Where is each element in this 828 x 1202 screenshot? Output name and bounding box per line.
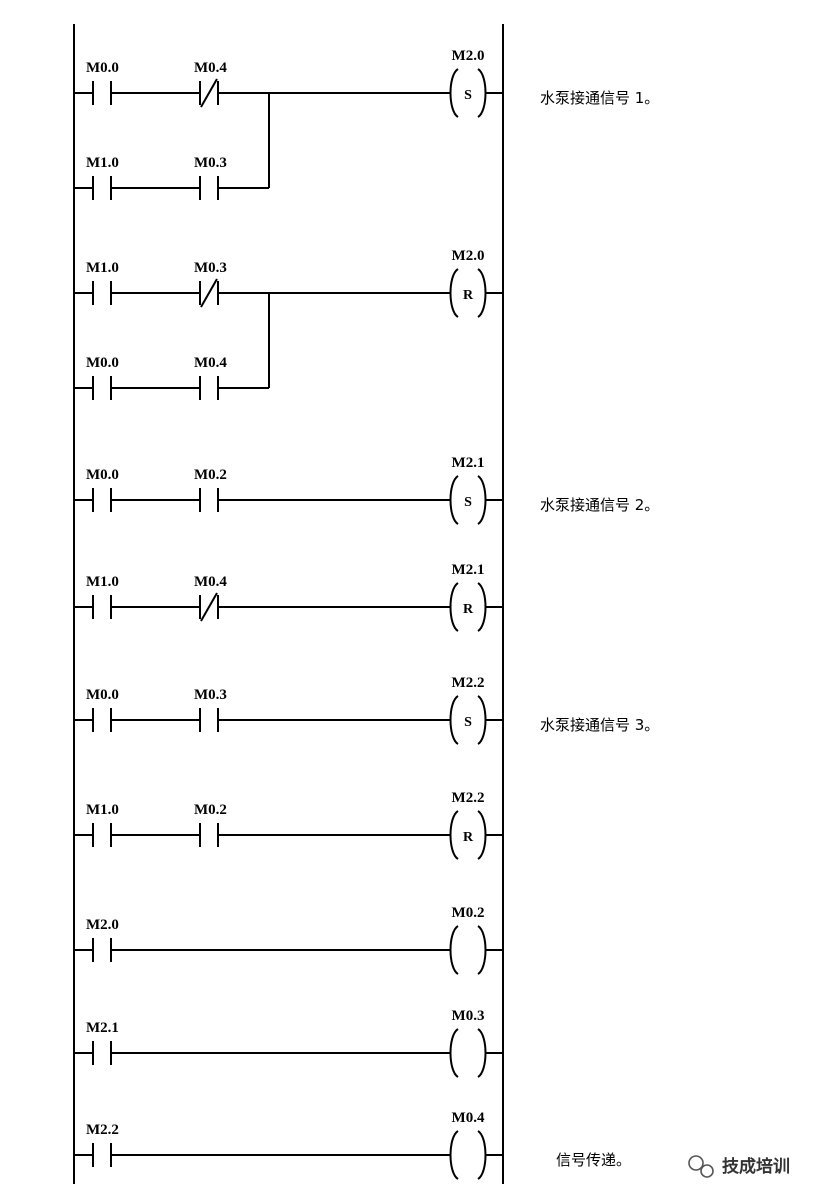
rung-comment: 水泵接通信号 2。 [540, 496, 659, 514]
contact-label: M2.2 [86, 1122, 119, 1138]
nc-contact: M0.3 [194, 260, 227, 308]
no-contact: M2.1 [86, 1020, 119, 1065]
no-contact: M1.0 [86, 260, 119, 305]
coil-label: M0.3 [452, 1008, 485, 1024]
coil-label: M2.2 [452, 675, 485, 691]
contact-label: M1.0 [86, 574, 119, 590]
rung-comment: 水泵接通信号 1。 [540, 89, 659, 107]
contact-label: M2.1 [86, 1020, 119, 1036]
coil-label: M2.0 [452, 48, 485, 64]
no-contact: M0.3 [194, 687, 227, 732]
contact-label: M0.2 [194, 467, 227, 483]
contact-label: M1.0 [86, 155, 119, 171]
coil-letter: R [463, 830, 474, 845]
coil-letter: R [463, 602, 474, 617]
rung-8: M2.1 M0.3 [74, 1008, 503, 1078]
coil-label: M0.4 [452, 1110, 485, 1126]
coil-letter: S [464, 495, 472, 510]
coil-r: M2.2R [449, 790, 503, 860]
no-contact: M1.0 [86, 802, 119, 847]
coil-label: M2.2 [452, 790, 485, 806]
rung-comment: 水泵接通信号 3。 [540, 716, 659, 734]
output-coil: M0.4 [449, 1110, 503, 1180]
nc-contact: M0.4 [194, 574, 227, 622]
no-contact: M2.0 [86, 917, 119, 962]
output-coil: M0.2 [449, 905, 503, 975]
wechat-icon [688, 1155, 714, 1178]
rung-5: M0.0 M0.3 M2.2S 水泵接通信号 3。 [74, 675, 659, 745]
no-contact: M0.4 [194, 355, 227, 400]
contact-label: M0.4 [194, 574, 227, 590]
contact-label: M0.0 [86, 355, 119, 371]
contact-label: M0.2 [194, 802, 227, 818]
coil-s: M2.0S [449, 48, 503, 118]
coil-label: M0.2 [452, 905, 485, 921]
coil-letter: S [464, 715, 472, 730]
contact-label: M0.3 [194, 260, 227, 276]
watermark: 技成培训 [688, 1155, 790, 1178]
rung-7: M2.0 M0.2 [74, 905, 503, 975]
contact-label: M0.4 [194, 60, 227, 76]
coil-r: M2.1R [449, 562, 503, 632]
no-contact: M0.0 [86, 467, 119, 512]
no-contact: M1.0 [86, 574, 119, 619]
contact-label: M0.0 [86, 687, 119, 703]
coil-s: M2.2S [449, 675, 503, 745]
no-contact: M0.0 [86, 687, 119, 732]
no-contact: M1.0 [86, 155, 119, 200]
coil-letter: S [464, 88, 472, 103]
no-contact: M2.2 [86, 1122, 119, 1167]
coil-label: M2.1 [452, 562, 485, 578]
coil-label: M2.1 [452, 455, 485, 471]
output-coil: M0.3 [449, 1008, 503, 1078]
contact-label: M0.0 [86, 467, 119, 483]
no-contact: M0.0 [86, 355, 119, 400]
watermark-text: 技成培训 [722, 1156, 790, 1177]
power-rails [73, 24, 504, 1184]
contact-label: M0.0 [86, 60, 119, 76]
contact-label: M0.3 [194, 687, 227, 703]
rung-3: M0.0 M0.2 M2.1S 水泵接通信号 2。 [74, 455, 659, 525]
rung-9: M2.2 M0.4 信号传递。 [74, 1110, 631, 1180]
no-contact: M0.2 [194, 802, 227, 847]
rung-4: M1.0 M0.4 M2.1R [74, 562, 503, 632]
coil-letter: R [463, 288, 474, 303]
contact-label: M0.4 [194, 355, 227, 371]
contact-label: M1.0 [86, 802, 119, 818]
coil-label: M2.0 [452, 248, 485, 264]
coil-s: M2.1S [449, 455, 503, 525]
rung-2: M1.0 M0.3 M2.0R M0.0 M0.4 [74, 248, 503, 400]
nc-contact: M0.4 [194, 60, 227, 108]
no-contact: M0.0 [86, 60, 119, 105]
no-contact: M0.2 [194, 467, 227, 512]
no-contact: M0.3 [194, 155, 227, 200]
rung-6: M1.0 M0.2 M2.2R [74, 790, 503, 860]
coil-r: M2.0R [449, 248, 503, 318]
contact-label: M1.0 [86, 260, 119, 276]
contact-label: M0.3 [194, 155, 227, 171]
contact-label: M2.0 [86, 917, 119, 933]
rung-comment: 信号传递。 [556, 1151, 631, 1169]
rung-1: M0.0 M0.4 M2.0S M1.0 M0.3 水泵接通信号 1。 [74, 48, 659, 200]
